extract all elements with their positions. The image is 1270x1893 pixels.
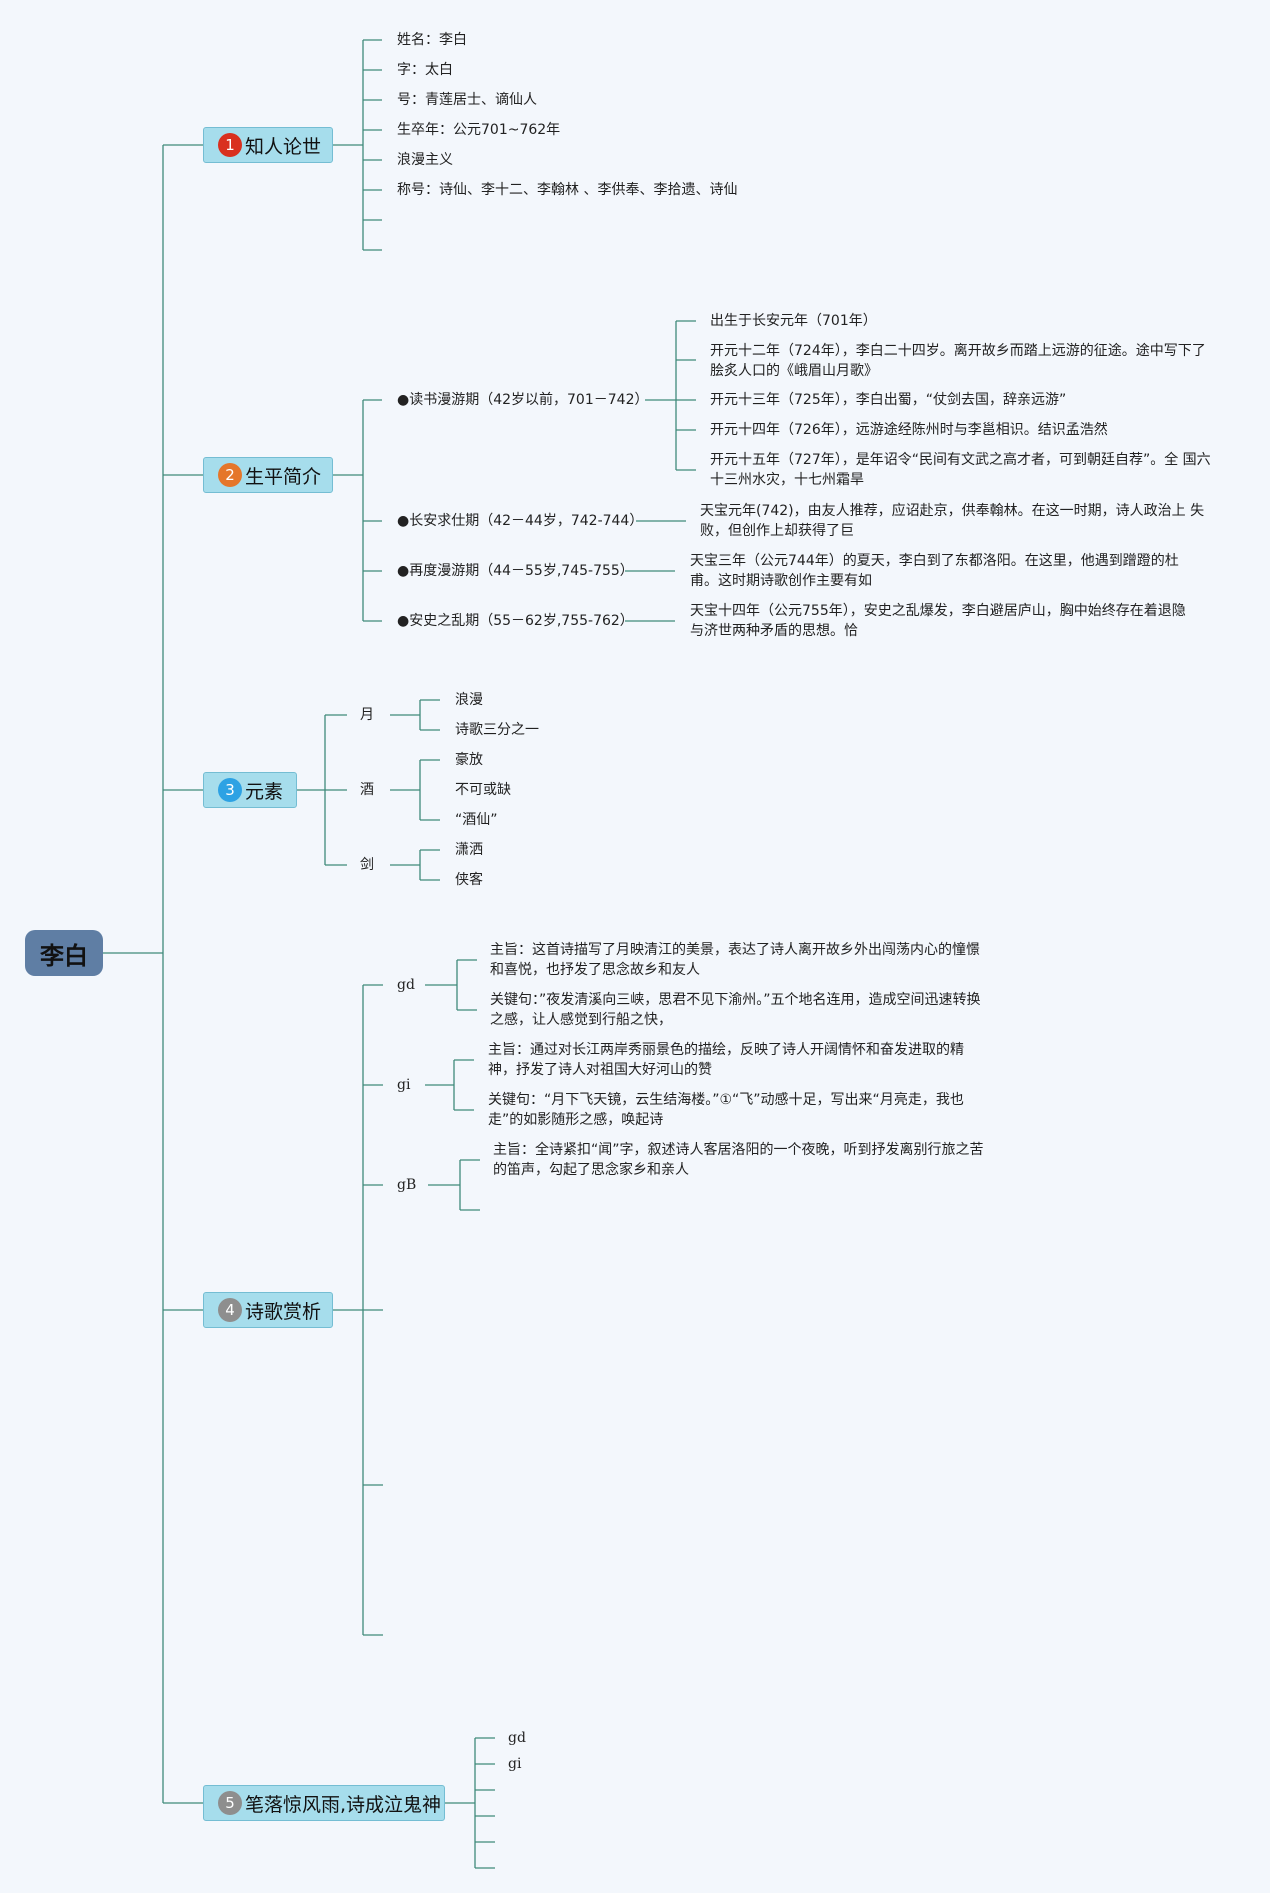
b2-period[interactable]: ●再度漫游期（44－55岁,745-755） [397,563,634,579]
branch-label: 元素 [245,780,284,803]
branch-node-3[interactable]: 3 元素 [203,772,297,808]
b2-period[interactable]: ●读书漫游期（42岁以前，701－742） [397,392,649,408]
root-node[interactable]: 李白 [25,930,103,976]
b5-item[interactable]: gd [508,1730,526,1746]
branch-label: 知人论世 [245,135,322,158]
b3-item[interactable]: 诗歌三分之一 [455,722,539,738]
branch-node-1[interactable]: 1 知人论世 [203,127,333,163]
b4-poem-detail[interactable]: 主旨：全诗紧扣“闻”字，叙述诗人客居洛阳的一个夜晚，听到抒发离别行旅之苦的笛声，… [493,1142,984,1178]
branch-label: 诗歌赏析 [245,1300,322,1323]
branch-label: 生平简介 [245,465,322,488]
b2-detail[interactable]: 开元十二年（724年），李白二十四岁。离开故乡而踏上远游的征途。途中写下了脍炙人… [710,343,1206,379]
b4-poem-detail[interactable]: 关键句：“月下飞天镜，云生结海楼。”①“飞”动感十足，写出来“月亮走，我也走”的… [488,1092,964,1128]
b3-item[interactable]: 潇洒 [455,842,483,858]
number-badge-icon: 5 [218,1791,242,1815]
b3-item[interactable]: “酒仙” [455,812,498,828]
b2-detail[interactable]: 天宝十四年（公元755年），安史之乱爆发，李白避居庐山，胸中始终存在着退隐与济世… [690,603,1186,639]
number-badge-icon: 2 [218,463,242,487]
b5-item[interactable]: gi [508,1756,522,1772]
b1-item[interactable]: 姓名：李白 [397,32,467,48]
b1-item[interactable]: 称号：诗仙、李十二、李翰林 、李供奉、李拾遗、诗仙 [397,182,738,198]
b4-poem-detail[interactable]: 主旨：通过对长江两岸秀丽景色的描绘，反映了诗人开阔情怀和奋发进取的精神，抒发了诗… [488,1042,964,1078]
b2-period[interactable]: ●长安求仕期（42－44岁，742-744） [397,513,644,529]
root-label: 李白 [40,941,88,970]
branch-label: 笔落惊风雨,诗成泣鬼神 [245,1793,442,1816]
b3-moon-label[interactable]: 月 [360,707,374,723]
number-badge-icon: 4 [218,1298,242,1322]
number-badge-icon: 1 [218,133,242,157]
b1-item[interactable]: 生卒年：公元701~762年 [397,122,561,138]
b3-item[interactable]: 豪放 [455,752,483,768]
b3-item[interactable]: 侠客 [455,872,483,888]
b2-detail[interactable]: 开元十三年（725年），李白出蜀，“仗剑去国，辞亲远游” [710,392,1067,408]
b4-poem-label[interactable]: gd [397,977,415,993]
b4-poem-detail[interactable]: 主旨：这首诗描写了月映清江的美景，表达了诗人离开故乡外出闯荡内心的憧憬和喜悦，也… [490,942,980,978]
b4-poem-label[interactable]: gi [397,1077,411,1093]
branch-node-5[interactable]: 5 笔落惊风雨,诗成泣鬼神 [203,1785,445,1821]
b3-item[interactable]: 不可或缺 [455,782,511,798]
b1-item[interactable]: 浪漫主义 [397,152,453,168]
branch-node-4[interactable]: 4 诗歌赏析 [203,1292,333,1328]
b2-detail[interactable]: 出生于长安元年（701年） [710,313,877,329]
b2-detail[interactable]: 天宝元年(742)，由友人推荐，应诏赴京，供奉翰林。在这一时期，诗人政治上 失败… [700,503,1205,539]
b4-poem-label[interactable]: gB [397,1177,417,1193]
b2-period[interactable]: ●安史之乱期（55－62岁,755-762） [397,613,634,629]
branch-node-2[interactable]: 2 生平简介 [203,457,333,493]
b1-item[interactable]: 号：青莲居士、谪仙人 [397,92,537,108]
b2-detail[interactable]: 开元十四年（726年），远游途经陈州时与李邕相识。结识孟浩然 [710,422,1108,438]
b1-item[interactable]: 字：太白 [397,62,453,78]
b3-sword-label[interactable]: 剑 [360,857,374,873]
b3-wine-label[interactable]: 酒 [360,782,374,798]
number-badge-icon: 3 [218,778,242,802]
b3-item[interactable]: 浪漫 [455,692,483,708]
b4-poem-detail[interactable]: 关键句：”夜发清溪向三峡，思君不见下渝州。”五个地名连用，造成空间迅速转换之感，… [490,992,981,1028]
b2-detail[interactable]: 天宝三年（公元744年）的夏天，李白到了东都洛阳。在这里，他遇到蹭蹬的杜甫。这时… [690,553,1179,589]
b2-detail[interactable]: 开元十五年（727年），是年诏令“民间有文武之高才者，可到朝廷自荐”。全 国六十… [710,452,1211,488]
